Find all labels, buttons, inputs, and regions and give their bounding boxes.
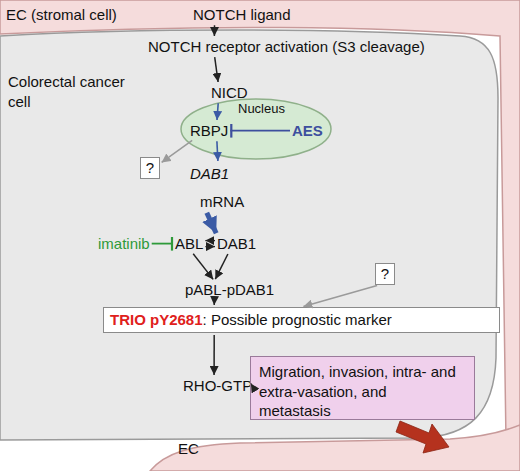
connector-line (213, 300, 215, 305)
unknown-box: ? (375, 263, 395, 285)
node-text: ? (146, 159, 154, 176)
pathway-step: NICD (211, 84, 248, 101)
pathway-arrow (207, 213, 216, 233)
connector-line (215, 254, 228, 279)
pathway-arrow (152, 243, 173, 244)
nucleus-oval: NucleusRBPJ AES (180, 98, 332, 160)
node-text: RBPJ (190, 122, 228, 139)
inhibitor-label: AES (292, 122, 323, 139)
node-text: mRNA (200, 193, 244, 210)
shape-fill (0, 0, 520, 440)
connector-line (193, 254, 213, 280)
node-text: NOTCH ligand (193, 6, 291, 23)
connector-line (303, 286, 377, 307)
pathway-step: DAB1 mRNA (188, 163, 248, 211)
node-text: RHO-GTP (183, 377, 252, 394)
shape-fill (150, 425, 520, 471)
connector-line (230, 130, 290, 132)
metastasis-arrow (396, 421, 449, 453)
node-text: EC (stromal cell) (6, 6, 117, 23)
pathway-arrow (250, 383, 251, 385)
marker-box: TRIO pY2681: Possible prognostic marker (103, 307, 500, 333)
connector-line (205, 240, 215, 241)
pathway-arrow (214, 300, 215, 305)
connector-line (162, 140, 193, 162)
pathway-arrow (217, 103, 218, 120)
connector-line (217, 103, 218, 120)
shape-fill (181, 99, 331, 159)
pathway-step: RHO-GTP (183, 377, 252, 394)
pathway-arrow (205, 241, 215, 247)
pathway-step: RBPJ (190, 122, 228, 139)
shape-fill (0, 30, 498, 440)
pathway-arrow (230, 130, 290, 131)
node-text: ABL (175, 235, 203, 252)
node-text: ? (381, 265, 389, 282)
node-text: DAB1 (217, 235, 256, 252)
node-text: NICD (211, 84, 248, 101)
connector-line (207, 213, 216, 233)
pathway-step: DAB1 (217, 235, 256, 252)
node-text: imatinib (98, 235, 150, 252)
connector-line (250, 383, 252, 385)
ligand-label: NOTCH ligand (193, 6, 291, 23)
connector-line (152, 243, 173, 245)
connector-line (217, 141, 218, 161)
stromal-cell: EC (150, 425, 520, 471)
pathway-step: pABL-pDAB1 (185, 281, 274, 298)
node-text: AES (292, 122, 323, 139)
pathway-arrow (162, 140, 193, 162)
node-text: pABL-pDAB1 (185, 281, 274, 298)
node-text: DAB1 (190, 165, 229, 182)
node-text: EC (178, 440, 199, 457)
node-text: Nucleus (238, 102, 285, 117)
connector-line (213, 335, 215, 375)
node-text: TRIO pY2681 (110, 311, 203, 328)
pathway-step: ABL (175, 235, 203, 252)
pathway-step: NOTCH receptor activation (S3 cleavage) (148, 38, 425, 55)
node-text: Colorectal cancer cell (8, 72, 138, 111)
cancer-cell: Colorectal cancer cell NOTCH receptor act… (0, 28, 506, 448)
node-text: : Possible prognostic marker (203, 311, 392, 328)
pathway-arrow (193, 254, 213, 280)
connector-line (205, 246, 215, 247)
node-text: NOTCH receptor activation (S3 cleavage) (148, 38, 425, 55)
connector-line (215, 57, 218, 82)
pathway-arrow (217, 141, 218, 161)
pathway-arrow (215, 57, 218, 82)
connector-line (214, 25, 216, 36)
pathway-arrow (303, 286, 377, 307)
drug-label: imatinib (98, 235, 150, 252)
pathway-arrow (214, 335, 215, 375)
shape-outline (150, 425, 520, 471)
node-text: Migration, invasion, intra- and extra-va… (259, 362, 460, 421)
pathway-arrow (215, 254, 228, 279)
pathway-arrow (214, 25, 215, 36)
unknown-box: ? (140, 157, 160, 179)
outcome-box: Migration, invasion, intra- and extra-va… (250, 356, 475, 420)
